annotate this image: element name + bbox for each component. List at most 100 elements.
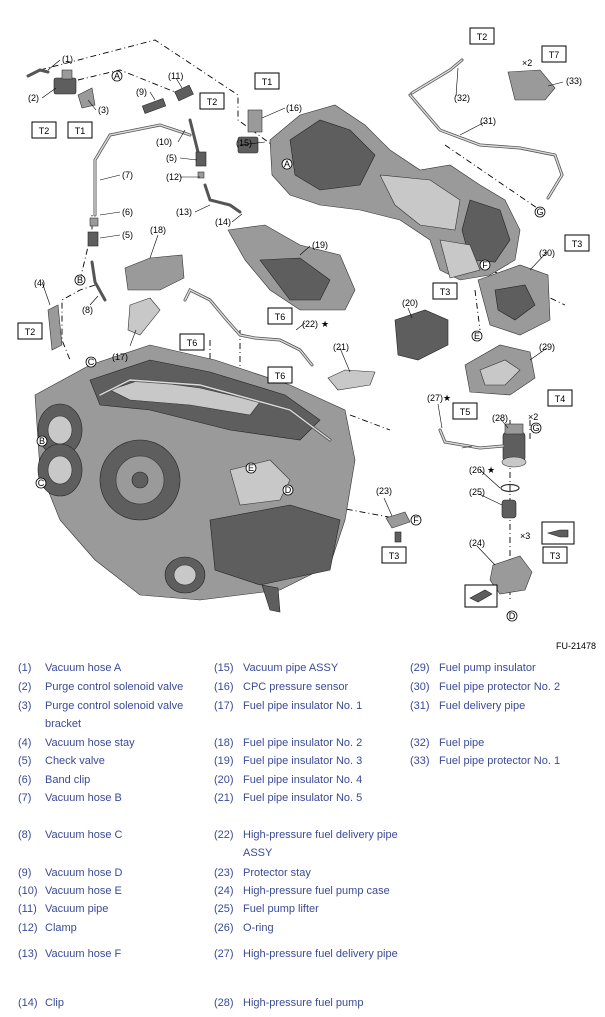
intake-manifold	[269, 104, 521, 281]
legend-item-number: (28)	[214, 997, 234, 1009]
marker-b: B	[36, 435, 48, 447]
svg-text:T5: T5	[460, 407, 471, 417]
torque-box: T6	[267, 366, 293, 384]
svg-text:T2: T2	[207, 97, 218, 107]
svg-text:(16): (16)	[286, 103, 302, 113]
svg-text:(21): (21)	[333, 342, 349, 352]
marker-d: D	[282, 484, 294, 496]
legend-item-name: Vacuum hose B	[45, 792, 122, 804]
torque-box: T1	[254, 72, 280, 90]
legend-item-name: Clip	[45, 997, 64, 1009]
torque-box: T1	[67, 121, 93, 139]
vacuum-pipe-assy	[237, 109, 263, 154]
legend-item-number: (17)	[214, 700, 234, 712]
svg-text:T7: T7	[549, 50, 560, 60]
svg-text:B: B	[39, 436, 45, 446]
svg-text:(15): (15)	[236, 138, 252, 148]
svg-text:(22): (22)	[302, 319, 318, 329]
legend-item-number: (3)	[18, 700, 32, 712]
svg-text:(28): (28)	[492, 413, 508, 423]
legend-item-number: (18)	[214, 737, 234, 749]
legend-item-name: Fuel pipe	[439, 737, 485, 749]
part-callouts: (1) (2) (3) (4) (5) (5) (6) (7) (8) (9) …	[28, 54, 582, 548]
svg-text:(26): (26)	[469, 465, 485, 475]
vacuum-pipe-assembly	[141, 84, 202, 162]
svg-text:(19): (19)	[312, 240, 328, 250]
legend-item-name: Fuel pipe protector No. 2	[439, 681, 561, 693]
svg-text:T4: T4	[555, 394, 566, 404]
svg-text:C: C	[88, 357, 95, 367]
torque-box: T2	[31, 121, 57, 139]
svg-text:T3: T3	[572, 239, 583, 249]
legend-item-name: Fuel pipe insulator No. 5	[243, 792, 363, 804]
vacuum-hose-stay	[47, 304, 63, 351]
star-mark: ★	[443, 393, 451, 403]
svg-text:(3): (3)	[98, 105, 109, 115]
svg-text:T2: T2	[25, 327, 36, 337]
svg-text:G: G	[532, 423, 539, 433]
torque-box: T3	[564, 234, 590, 252]
svg-text:T2: T2	[477, 32, 488, 42]
marker-b: B	[74, 274, 86, 286]
torque-box: T2	[17, 322, 43, 340]
special-tool-icon	[464, 521, 575, 608]
legend-item-number: (6)	[18, 774, 32, 786]
legend-item-name: O-ring	[243, 922, 274, 934]
legend-item-name: Fuel pump insulator	[439, 662, 536, 674]
legend-item-number: (10)	[18, 885, 38, 897]
reference-markers: A A B B C C D D E E F F G G	[35, 70, 546, 622]
quantity-tags: ×2 ×2 ×3 ★ ★ ★	[321, 58, 538, 541]
svg-text:(17): (17)	[112, 352, 128, 362]
vacuum-hose-c	[90, 260, 107, 302]
marker-d: D	[506, 610, 518, 622]
legend-item-name: Vacuum hose C	[45, 829, 123, 841]
legend-item-number: (5)	[18, 755, 32, 767]
svg-text:(8): (8)	[82, 305, 93, 315]
legend-item-name: Fuel delivery pipe	[439, 700, 526, 712]
legend-item-name: Fuel pipe protector No. 1	[439, 755, 561, 767]
svg-text:(18): (18)	[150, 225, 166, 235]
svg-text:×2: ×2	[522, 58, 532, 68]
star-mark: ★	[487, 465, 495, 475]
marker-e: E	[245, 462, 257, 474]
svg-text:A: A	[114, 71, 120, 81]
svg-text:(12): (12)	[166, 172, 182, 182]
legend-item-name: Fuel pipe insulator No. 4	[243, 774, 363, 786]
svg-text:(27): (27)	[427, 393, 443, 403]
svg-text:(13): (13)	[176, 207, 192, 217]
torque-box: T6	[179, 333, 205, 351]
legend-item-name: Vacuum hose E	[45, 885, 122, 897]
legend-item-number: (21)	[214, 792, 234, 804]
svg-text:(5): (5)	[166, 153, 177, 163]
legend-item-number: (19)	[214, 755, 234, 767]
legend-item-number: (24)	[214, 885, 234, 897]
legend-item-number: (4)	[18, 737, 32, 749]
svg-text:T1: T1	[75, 126, 86, 136]
legend-item-number: (29)	[410, 662, 430, 674]
svg-text:D: D	[285, 485, 292, 495]
svg-text:(29): (29)	[539, 342, 555, 352]
legend-item-name: Vacuum hose stay	[45, 737, 135, 749]
vacuum-hose-b	[93, 123, 192, 217]
legend-item-number: (16)	[214, 681, 234, 693]
check-valves	[87, 151, 207, 247]
torque-box: T2	[199, 92, 225, 110]
svg-text:E: E	[248, 463, 254, 473]
svg-text:F: F	[413, 515, 419, 525]
legend-item-number: (30)	[410, 681, 430, 693]
vacuum-hose-f	[203, 183, 242, 214]
legend-item-number: (13)	[18, 948, 38, 960]
legend-item-number: (33)	[410, 755, 430, 767]
svg-text:T6: T6	[275, 312, 286, 322]
svg-text:(1): (1)	[62, 54, 73, 64]
svg-text:A: A	[284, 159, 290, 169]
svg-text:(2): (2)	[28, 93, 39, 103]
legend-item-name: High-pressure fuel delivery pipe	[243, 948, 398, 960]
fuel-delivery-pipe	[408, 58, 564, 200]
torque-box: T4	[547, 389, 573, 407]
legend-item-name: CPC pressure sensor	[243, 681, 349, 693]
torque-box: T3	[432, 282, 458, 300]
legend-item-name: Fuel pipe insulator No. 2	[243, 737, 363, 749]
marker-c: C	[85, 356, 97, 368]
legend-item-number: (26)	[214, 922, 234, 934]
